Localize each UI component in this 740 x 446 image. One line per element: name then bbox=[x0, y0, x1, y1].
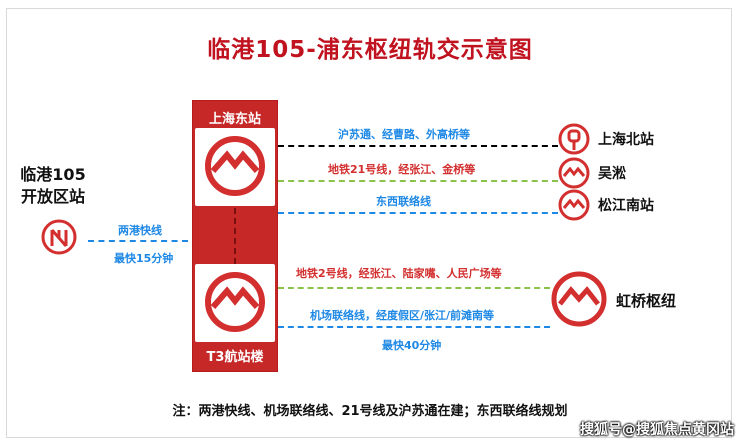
route-label-hushutong: 沪苏通、经曹路、外高桥等 bbox=[338, 128, 470, 141]
hub-connector bbox=[234, 208, 236, 264]
metro-logo-songjiang-south-icon bbox=[558, 189, 590, 221]
left-link-time: 最快15分钟 bbox=[114, 252, 174, 265]
route-line-metro21 bbox=[278, 180, 558, 182]
metro-logo-bottom-icon bbox=[205, 272, 265, 332]
metro-logo-wusong-icon bbox=[558, 157, 590, 189]
left-link-name: 两港快线 bbox=[118, 224, 162, 237]
metro-logo-hongqiao-icon bbox=[551, 271, 607, 327]
origin-line1: 临港105 bbox=[20, 165, 86, 184]
origin-line2: 开放区站 bbox=[20, 187, 85, 206]
hub-bottom-label: T3航站楼 bbox=[206, 350, 264, 365]
metro-logo-top-icon bbox=[205, 136, 265, 196]
national-rail-icon bbox=[41, 219, 77, 255]
route-label-airport-link: 机场联络线，经度假区/张江/前滩南等 bbox=[310, 309, 495, 322]
hub-top-label: 上海东站 bbox=[208, 112, 261, 127]
route-label-fastest-40: 最快40分钟 bbox=[382, 339, 442, 352]
route-line-airport-link bbox=[278, 326, 550, 328]
dest-shanghai-north: 上海北站 bbox=[598, 132, 654, 148]
route-label-metro21: 地铁21号线，经张江、金桥等 bbox=[328, 163, 476, 176]
route-label-metro2: 地铁2号线，经张江、陆家嘴、人民广场等 bbox=[296, 267, 502, 280]
footnote: 注：两港快线、机场联络线、21号线及沪苏通在建；东西联络线规划 bbox=[172, 404, 568, 419]
route-line-hushutong bbox=[278, 145, 558, 147]
origin-station-label: 临港105 开放区站 bbox=[8, 164, 98, 208]
dest-songjiang-south: 松江南站 bbox=[598, 198, 654, 214]
rail-logo-shanghai-north-icon bbox=[558, 123, 590, 155]
dest-wusong: 吴淞 bbox=[598, 166, 626, 182]
route-label-eastwest: 东西联络线 bbox=[376, 195, 431, 208]
left-link-line bbox=[88, 240, 188, 242]
dest-hongqiao: 虹桥枢纽 bbox=[616, 292, 677, 310]
diagram-title: 临港105-浦东枢纽轨交示意图 bbox=[207, 37, 533, 63]
watermark: 搜狐号@搜狐焦点黄冈站 bbox=[580, 422, 734, 438]
diagram-frame bbox=[6, 8, 732, 438]
route-line-metro2 bbox=[278, 287, 550, 289]
route-line-eastwest bbox=[278, 212, 558, 214]
